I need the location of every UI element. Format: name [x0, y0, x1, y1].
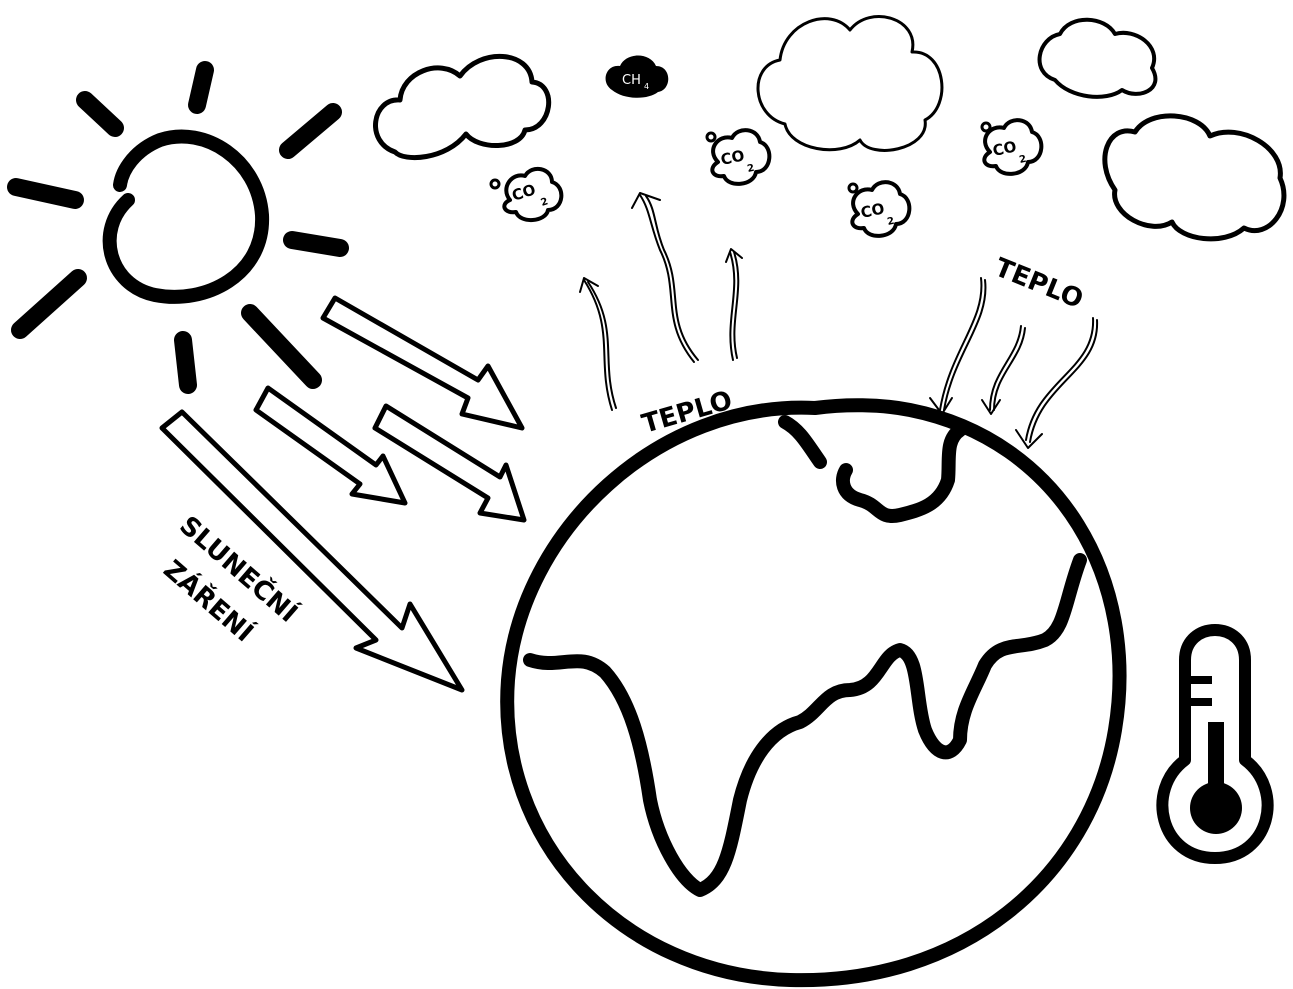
co2-molecule-icon: CO 2	[982, 120, 1041, 174]
earth-globe-icon	[507, 405, 1119, 980]
co2-subscript: 2	[540, 196, 550, 209]
co2-molecule-icon: CO 2	[491, 169, 561, 220]
co2-molecule-icon: CO 2	[707, 130, 769, 184]
heat-waves-rising	[580, 193, 742, 410]
heat-wave-icon	[726, 249, 742, 360]
ch4-label: CH	[622, 73, 641, 88]
heat-wave-icon	[982, 326, 1025, 414]
solar-radiation-arrows	[162, 298, 524, 690]
heat-wave-icon	[580, 278, 616, 410]
co2-label: CO	[991, 137, 1018, 160]
sun-icon	[16, 70, 340, 385]
radiation-arrow-icon	[323, 298, 522, 428]
co2-label: CO	[510, 180, 538, 204]
cloud-icon	[1105, 116, 1284, 239]
co2-label: CO	[719, 146, 746, 169]
co2-molecule-icon: CO 2	[849, 182, 909, 236]
co2-subscript: 2	[886, 216, 895, 228]
co2-subscript: 2	[746, 163, 755, 175]
clouds	[376, 17, 1284, 239]
ch4-subscript: 4	[644, 82, 649, 91]
cloud-icon	[376, 56, 549, 157]
cloud-icon	[1040, 20, 1156, 97]
cloud-icon	[758, 17, 942, 151]
heat-wave-icon	[930, 278, 985, 414]
heat-wave-icon	[1016, 318, 1097, 448]
thermometer-icon	[1162, 630, 1267, 858]
co2-label: CO	[859, 199, 886, 222]
heat-label-right: TEPLO	[990, 253, 1087, 315]
ch4-molecule-icon: CH 4	[606, 56, 669, 98]
heat-wave-icon	[632, 193, 698, 362]
radiation-arrow-icon	[256, 388, 405, 503]
co2-subscript: 2	[1018, 154, 1027, 166]
